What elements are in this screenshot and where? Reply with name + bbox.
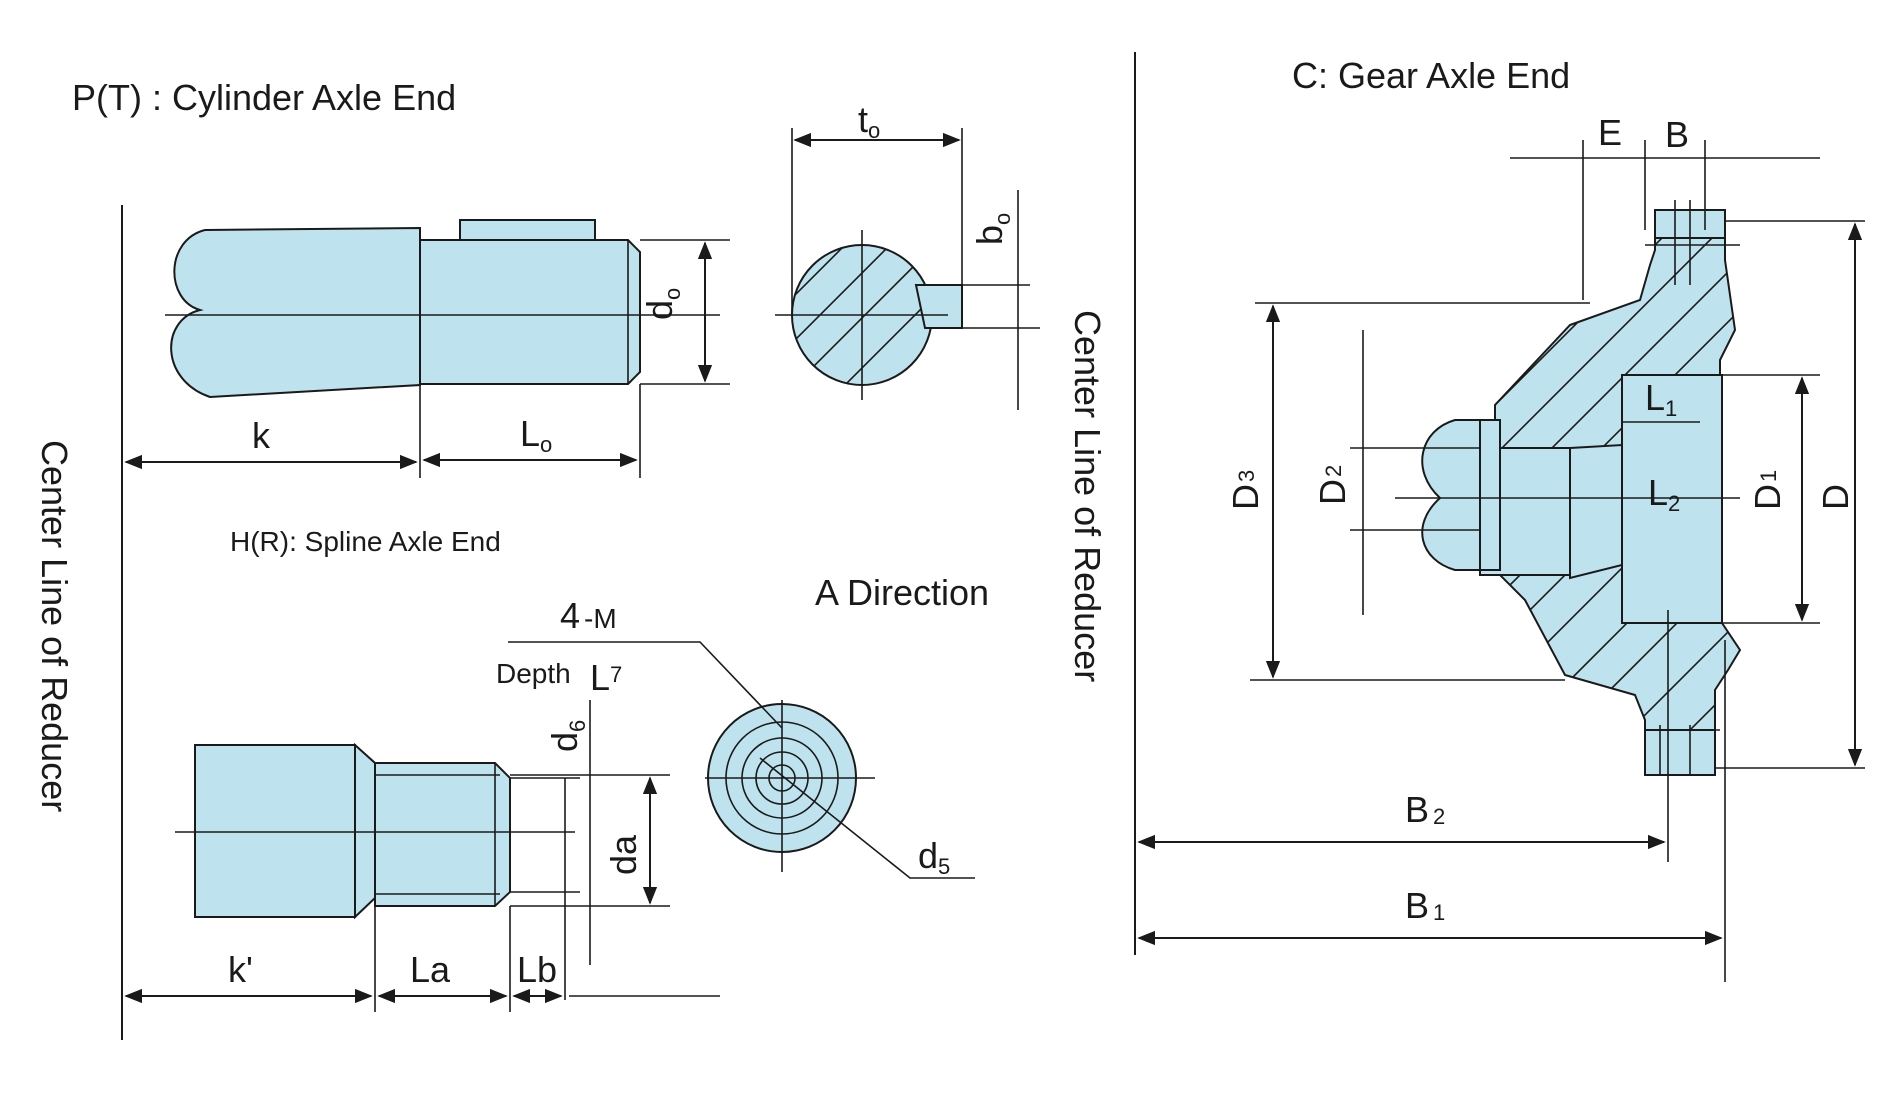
cylinder-cross-section <box>775 230 963 400</box>
spline-shaft-body <box>194 744 356 918</box>
cylinder-shaft-body <box>170 226 421 399</box>
dim-L0: Lo <box>520 413 552 457</box>
dim-B: B <box>1665 114 1689 155</box>
dim-La: La <box>410 949 451 990</box>
dim-t0: to <box>858 99 880 143</box>
dim-D3: D3 <box>1225 470 1266 510</box>
dim-d0: do <box>639 288 685 320</box>
dim-L2: L2 <box>1648 472 1680 516</box>
dim-da: da <box>603 834 644 875</box>
gear-bore <box>1621 374 1723 624</box>
dim-k-prime: k' <box>228 949 253 990</box>
cylinder-axle-section: P(T) : Cylinder Axle End Center Line of … <box>34 77 1040 1040</box>
dim-b0: bo <box>969 213 1015 245</box>
dim-Lb: Lb <box>517 949 557 990</box>
spline-axle-title: H(R): Spline Axle End <box>230 526 501 557</box>
cylinder-keyway <box>914 284 963 329</box>
dim-k: k <box>252 415 271 456</box>
a-direction-title: A Direction <box>815 572 989 613</box>
dim-D: D <box>1815 484 1856 510</box>
gear-shaft-stub <box>1421 419 1481 571</box>
dim-d5: d5 <box>918 835 950 879</box>
dim-L1: L1 <box>1645 377 1677 421</box>
gear-axle-section: C: Gear Axle End Center Line of Reducer <box>1067 52 1865 982</box>
thread-callout: 4-M <box>560 595 617 636</box>
cylinder-key <box>459 219 596 241</box>
spline-axle-section: H(R): Spline Axle End d6 da k' La Lb <box>124 526 720 1012</box>
thread-leader <box>508 641 783 729</box>
cylinder-axle-title: P(T) : Cylinder Axle End <box>72 77 456 118</box>
a-direction-view: A Direction 4-M Depth L7 d5 <box>496 572 989 879</box>
reducer-label-left: Center Line of Reducer <box>34 440 75 812</box>
gear-axle-title: C: Gear Axle End <box>1292 55 1570 96</box>
dim-d6: d6 <box>544 720 590 752</box>
reducer-label-right: Center Line of Reducer <box>1067 310 1108 682</box>
dim-D1: D1 <box>1747 470 1788 510</box>
d5-leader <box>759 757 975 879</box>
dim-L7: L7 <box>590 657 622 698</box>
dim-E: E <box>1598 112 1622 153</box>
depth-label: Depth <box>496 658 571 689</box>
dim-D2: D2 <box>1312 465 1353 505</box>
cylinder-shaft-end <box>419 239 641 385</box>
spline-shaft-end <box>374 762 511 907</box>
